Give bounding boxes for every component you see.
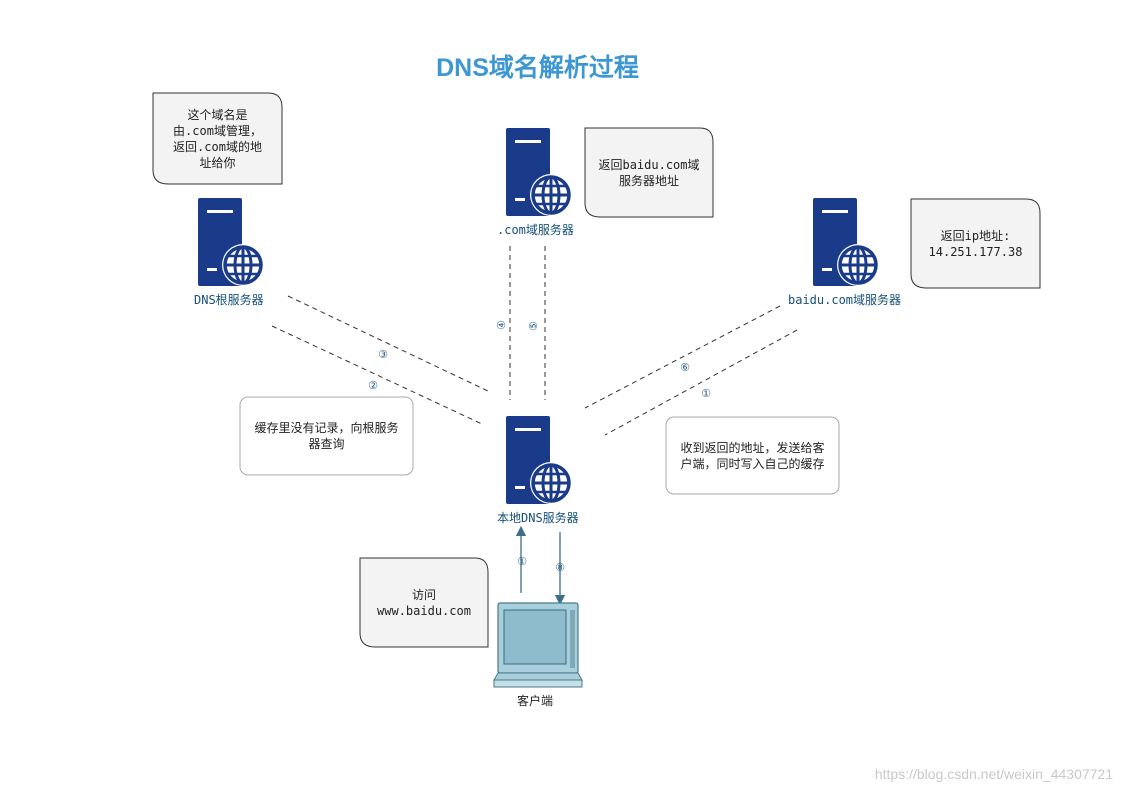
note-text-local-right: 收到返回的地址，发送给客 户端，同时写入自己的缓存 xyxy=(680,440,825,471)
note-box-local-right xyxy=(665,416,840,495)
note-box-root xyxy=(152,92,283,185)
computer-icon-client xyxy=(493,602,583,688)
node-label-local: 本地DNS服务器 xyxy=(497,511,579,525)
link-root-local-upper xyxy=(287,295,491,393)
step-number: ④ xyxy=(495,320,508,330)
note-box-client xyxy=(359,557,489,648)
server-icon-baidu xyxy=(813,198,881,288)
step-number: ③ xyxy=(378,348,388,361)
note-box-local-left xyxy=(239,396,414,476)
step-number: ① xyxy=(701,387,711,400)
step-number: ⑤ xyxy=(527,321,540,331)
watermark-text: https://blog.csdn.net/weixin_44307721 xyxy=(874,766,1113,782)
diagram-title: DNS域名解析过程 xyxy=(436,54,639,82)
node-label-client: 客户端 xyxy=(517,694,554,708)
server-icon-local xyxy=(506,416,574,506)
server-icon-com xyxy=(506,128,574,218)
link-root-local-lower xyxy=(271,325,483,425)
note-box-baidu xyxy=(910,198,1041,289)
note-text-root: 这个域名是 由.com域管理， 返回.com域的地 址给你 xyxy=(173,107,262,170)
note-text-baidu: 返回ip地址: 14.251.177.38 xyxy=(928,228,1023,259)
step-number: ⑥ xyxy=(680,361,690,374)
step-number: ① xyxy=(517,555,527,568)
note-text-client: 访问 www.baidu.com xyxy=(377,587,471,618)
note-text-local-left: 缓存里没有记录，向根服务 器查询 xyxy=(254,421,399,451)
link-baidu-local-lower xyxy=(604,329,798,436)
node-label-root: DNS根服务器 xyxy=(194,293,264,307)
node-label-baidu: baidu.com域服务器 xyxy=(788,293,902,307)
link-baidu-local-upper xyxy=(584,305,781,409)
step-number: ② xyxy=(368,379,378,392)
note-box-com xyxy=(584,127,714,218)
server-icon-root xyxy=(198,198,266,288)
note-text-com: 返回baidu.com域 服务器地址 xyxy=(598,157,700,188)
step-number: ⑧ xyxy=(555,561,565,574)
node-label-com: .com域服务器 xyxy=(497,223,574,237)
